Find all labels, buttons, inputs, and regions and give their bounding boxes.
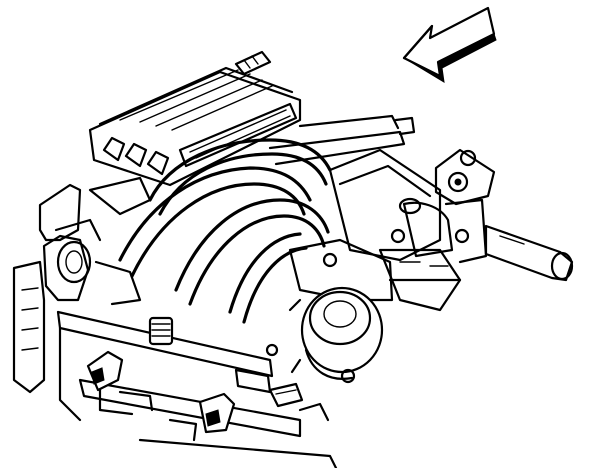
intake-runners — [118, 114, 416, 324]
right-manifold — [265, 148, 574, 357]
throttle-body-canister — [288, 238, 462, 384]
upper-intake-cover — [88, 50, 302, 187]
engine-block — [12, 183, 338, 468]
direction-arrow-icon — [402, 6, 497, 83]
lower-details — [54, 176, 330, 442]
